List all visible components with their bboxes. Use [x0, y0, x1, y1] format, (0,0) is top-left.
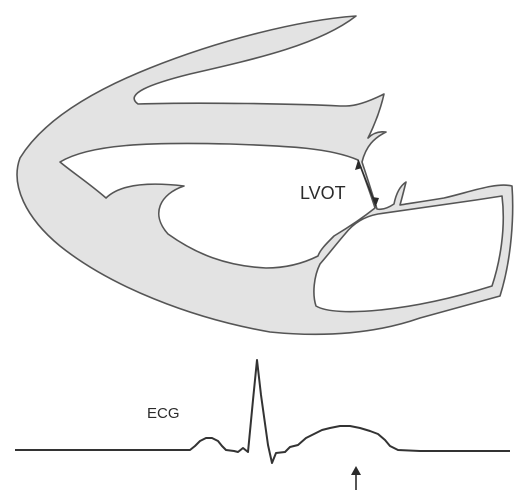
- heart-wall: [17, 16, 513, 334]
- lvot-double-arrow-icon: [355, 160, 379, 206]
- up-arrow-icon: [351, 466, 361, 490]
- ecg-trace: [15, 360, 510, 463]
- lvot-label: LVOT: [300, 183, 346, 204]
- ecg-label: ECG: [147, 405, 180, 422]
